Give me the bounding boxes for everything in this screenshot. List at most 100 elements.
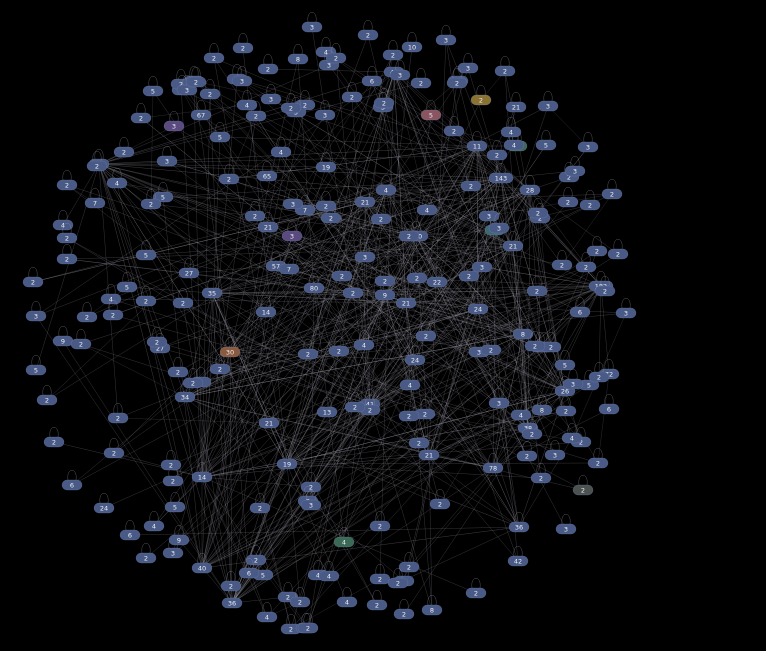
graph-node[interactable]: 3 — [457, 53, 479, 74]
graph-node[interactable]: 5 — [554, 350, 576, 371]
graph-node[interactable]: 2 — [458, 261, 480, 282]
graph-node[interactable]: 3 — [544, 440, 566, 461]
graph-node[interactable]: 3 — [389, 60, 411, 81]
graph-node[interactable]: 80 — [303, 273, 325, 294]
graph-node[interactable]: 2 — [521, 419, 543, 440]
graph-node[interactable]: 2 — [344, 392, 366, 413]
graph-node[interactable]: 4 — [375, 175, 397, 196]
graph-node[interactable]: 2 — [572, 475, 594, 496]
graph-node[interactable]: 24 — [93, 493, 115, 514]
graph-node[interactable]: 35 — [201, 278, 223, 299]
graph-node[interactable]: 3 — [354, 242, 376, 263]
graph-node[interactable]: 2 — [245, 545, 267, 566]
graph-node[interactable]: 2 — [245, 101, 267, 122]
graph-node[interactable]: 2 — [470, 85, 492, 106]
graph-node[interactable]: 6 — [238, 558, 260, 579]
graph-node[interactable]: 4 — [100, 284, 122, 305]
graph-node[interactable]: 4 — [106, 168, 128, 189]
graph-node[interactable]: 4 — [318, 561, 340, 582]
graph-node[interactable]: 3 — [488, 388, 510, 409]
graph-node[interactable]: 143 — [488, 163, 514, 184]
graph-node[interactable]: 5 — [535, 130, 557, 151]
graph-node[interactable]: 5 — [164, 492, 186, 513]
graph-node[interactable]: 2 — [410, 68, 432, 89]
graph-node[interactable]: 5 — [116, 272, 138, 293]
graph-node[interactable]: 2 — [146, 327, 168, 348]
graph-node[interactable]: 36 — [508, 512, 530, 533]
graph-node[interactable]: 19 — [315, 152, 337, 173]
graph-node[interactable]: 4 — [500, 117, 522, 138]
graph-node[interactable]: 2 — [398, 221, 420, 242]
graph-node[interactable]: 3 — [281, 221, 303, 242]
graph-node[interactable]: 2 — [555, 396, 577, 417]
graph-node[interactable]: 4 — [336, 587, 358, 608]
graph-node[interactable]: 2 — [341, 82, 363, 103]
graph-node[interactable]: 2 — [300, 472, 322, 493]
graph-node[interactable]: 3 — [564, 156, 586, 177]
graph-node[interactable]: 2 — [465, 578, 487, 599]
graph-node[interactable]: 2 — [530, 463, 552, 484]
graph-node[interactable]: 78 — [482, 453, 504, 474]
graph-node[interactable]: 2 — [56, 170, 78, 191]
graph-node[interactable]: 6 — [119, 520, 141, 541]
graph-node[interactable]: 2 — [369, 511, 391, 532]
graph-node[interactable]: 3 — [163, 111, 185, 132]
graph-node[interactable]: 8 — [287, 44, 309, 65]
graph-node[interactable]: 2 — [220, 571, 242, 592]
graph-node[interactable]: 5 — [420, 100, 442, 121]
graph-node[interactable]: 22 — [426, 267, 448, 288]
graph-node[interactable]: 5 — [209, 122, 231, 143]
graph-node[interactable]: 2 — [185, 67, 207, 88]
graph-node[interactable]: 2 — [575, 252, 597, 273]
graph-node[interactable]: 2 — [135, 543, 157, 564]
graph-node[interactable]: 2 — [297, 613, 319, 634]
graph-node[interactable]: 2 — [494, 56, 516, 77]
graph-node[interactable]: 2 — [393, 599, 415, 620]
graph-node[interactable]: 21 — [395, 288, 417, 309]
graph-node[interactable]: 7 — [84, 188, 106, 209]
graph-node[interactable]: 8 — [512, 319, 534, 340]
graph-node[interactable]: 6 — [569, 297, 591, 318]
graph-node[interactable]: 4 — [256, 602, 278, 623]
graph-node[interactable]: 21 — [258, 408, 280, 429]
graph-node[interactable]: 21 — [502, 231, 524, 252]
graph-node[interactable]: 4 — [143, 511, 165, 532]
graph-node[interactable]: 21 — [505, 92, 527, 113]
graph-node[interactable]: 2 — [244, 201, 266, 222]
graph-node[interactable]: 6 — [61, 470, 83, 491]
graph-node[interactable]: 2 — [107, 403, 129, 424]
graph-node[interactable]: 3 — [156, 146, 178, 167]
graph-node[interactable]: 2 — [607, 239, 629, 260]
graph-node[interactable]: 2 — [325, 43, 347, 64]
graph-node[interactable]: 5 — [142, 76, 164, 97]
graph-node[interactable]: 2 — [527, 198, 549, 219]
graph-node[interactable]: 3 — [300, 490, 322, 511]
graph-node[interactable]: 2 — [370, 204, 392, 225]
graph-node[interactable]: 2 — [328, 336, 350, 357]
graph-node[interactable]: 2 — [43, 427, 65, 448]
graph-node[interactable]: 2 — [135, 286, 157, 307]
graph-node[interactable]: 3 — [25, 301, 47, 322]
graph-node[interactable]: 2 — [280, 93, 302, 114]
graph-node[interactable]: 2 — [36, 385, 58, 406]
graph-node[interactable]: 30 — [219, 337, 241, 358]
graph-node[interactable]: 3 — [282, 189, 304, 210]
graph-node[interactable]: 3 — [577, 132, 599, 153]
graph-node[interactable]: 2 — [86, 151, 108, 172]
graph-node[interactable]: 2 — [342, 278, 364, 299]
graph-node[interactable]: 3 — [488, 213, 510, 234]
graph-node[interactable]: 2 — [382, 40, 404, 61]
graph-node[interactable]: 2 — [56, 244, 78, 265]
graph-node[interactable]: 5 — [25, 355, 47, 376]
graph-node[interactable]: 2 — [209, 354, 231, 375]
graph-node[interactable]: 3 — [260, 84, 282, 105]
graph-node[interactable]: 40 — [191, 553, 213, 574]
graph-node[interactable]: 2 — [103, 438, 125, 459]
graph-node[interactable]: 14 — [191, 462, 213, 483]
graph-node[interactable]: 4 — [353, 330, 375, 351]
graph-node[interactable]: 2 — [315, 191, 337, 212]
graph-node[interactable]: 19 — [276, 449, 298, 470]
graph-node[interactable]: 4 — [399, 370, 421, 391]
graph-node[interactable]: 2 — [113, 137, 135, 158]
graph-node[interactable]: 2 — [130, 103, 152, 124]
